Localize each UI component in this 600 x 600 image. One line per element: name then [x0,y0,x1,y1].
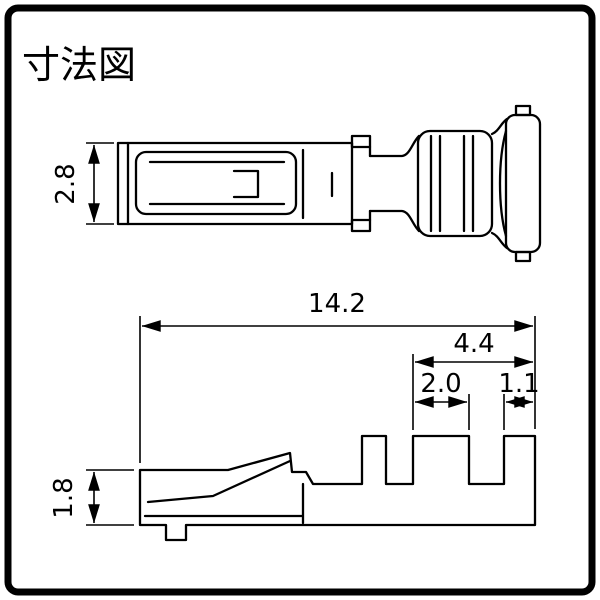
dim-label-insulation-crimp-length: 1.1 [498,369,539,399]
side-view-outline [138,434,537,542]
dim-label-wire-crimp-length: 2.0 [420,369,461,399]
dimension-wire-crimp-length: 2.0 [414,369,470,430]
dimension-crimp-section-length: 4.4 [412,329,534,430]
dim-label-crimp-section-length: 4.4 [453,329,494,359]
side-view-drawing [138,434,537,542]
dimension-overall-length: 14.2 [139,289,536,463]
dimension-side-view-height: 1.8 [49,469,134,526]
dim-label-side-view-height: 1.8 [49,477,79,518]
top-view-wire-crimp [416,129,494,238]
top-view-drawing [116,104,542,263]
top-view-contact-box [116,141,354,226]
page-title: 寸法図 [22,43,136,87]
dimension-insulation-crimp-length: 1.1 [498,369,540,430]
dimension-top-view-height: 2.8 [51,142,114,225]
top-view-contact-window [134,150,298,216]
top-view-insulation-crimp [504,113,542,254]
dim-label-top-view-height: 2.8 [51,163,81,204]
border-frame [4,4,596,596]
dim-label-overall-length: 14.2 [308,289,366,319]
